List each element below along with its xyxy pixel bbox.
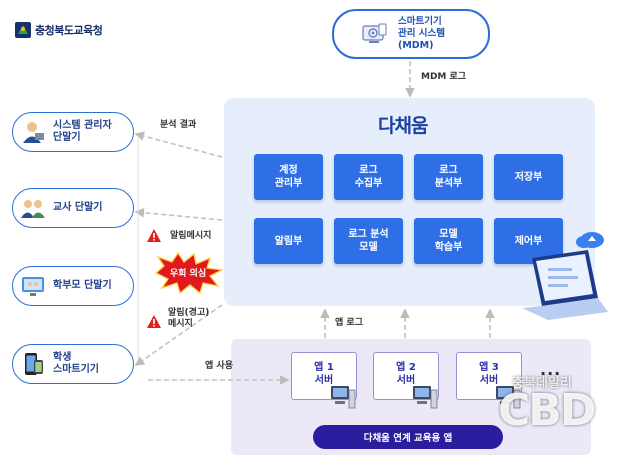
emblem-icon [15,22,31,38]
more-indicator: ... [540,360,562,379]
computer-icon [331,386,356,409]
mdm-label: 스마트기기 관리 시스템 (MDM) [398,16,446,51]
teachers-icon [21,200,45,218]
module-log-analysis: 로그 분석부 [414,154,483,200]
user-parent-terminal: 학부모 단말기 [12,266,134,306]
bypass-suspect-label: 우회 의심 [169,269,207,279]
computer-icon [413,386,438,409]
analysis-result-label: 분석 결과 [160,120,197,130]
alert-message-label: 알림메시지 [170,231,212,241]
org-name: 충청북도교육청 [35,24,103,37]
watermark-small: 충북데일리 [512,376,572,391]
user-label: 학부모 단말기 [53,280,112,291]
platform-panel [224,98,595,306]
bypass-burst-icon [154,252,224,294]
module-analysis-model: 로그 분석 모델 [334,218,403,264]
app-server-1: 앱 1 서버 [291,352,357,400]
user-label: 학생 스마트기기 [53,352,99,375]
org-logo: 충청북도교육청 [14,20,103,40]
alert-warning-label: 알림(경고) 메시지 [168,308,210,329]
user-admin-terminal: 시스템 관리자 단말기 [12,112,134,152]
module-storage: 저장부 [494,154,563,200]
app-usage-label: 앱 사용 [205,361,233,371]
logo-text: 다채움 [378,115,428,137]
linked-edu-apps-pill: 다채움 연계 교육용 앱 [313,425,503,449]
module-account: 계정 관리부 [254,154,323,200]
app-log-label: 앱 로그 [335,318,363,328]
admin-icon [23,122,44,143]
parent-icon [22,277,44,296]
mdm-log-label: MDM 로그 [421,72,467,82]
laptop-cloud-icon [522,232,608,320]
warning-icon [147,315,161,328]
module-log-collect: 로그 수집부 [334,154,403,200]
smartphone-icon [25,353,43,375]
computer-icon [496,386,521,409]
user-student-device: 학생 스마트기기 [12,344,134,384]
user-teacher-terminal: 교사 단말기 [12,188,134,228]
mdm-system-box: 스마트기기 관리 시스템 (MDM) [332,9,490,59]
user-label: 교사 단말기 [53,202,103,213]
dachaeum-logo: 다채움 [378,111,428,138]
mdm-icon [362,23,387,43]
app-server-3: 앱 3 서버 [456,352,522,400]
watermark-logo: CBD [498,385,596,436]
user-label: 시스템 관리자 단말기 [53,120,112,143]
module-model-training: 모델 학습부 [414,218,483,264]
warning-icon [147,229,161,242]
module-alert: 알림부 [254,218,323,264]
